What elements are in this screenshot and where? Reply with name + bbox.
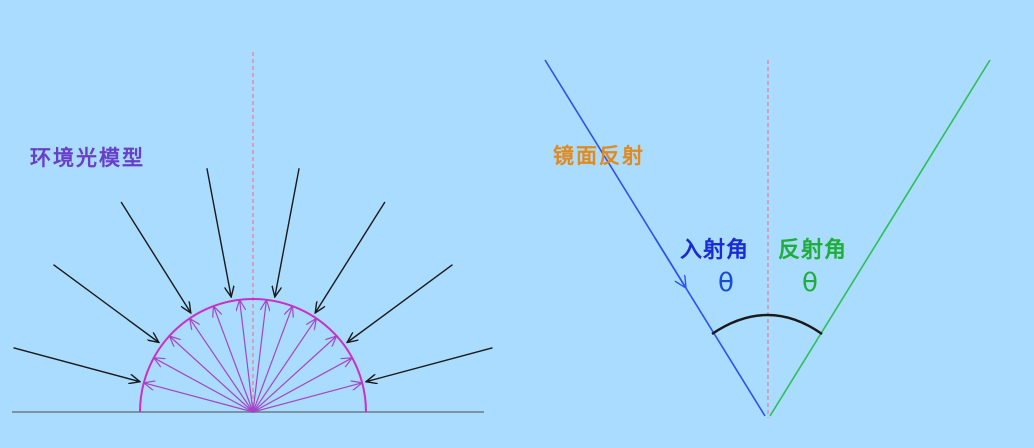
emitted-ray bbox=[154, 358, 254, 413]
reflection-angle-label: 反射角 bbox=[778, 238, 848, 263]
emitted-ray bbox=[252, 300, 266, 413]
reflected-ray bbox=[769, 59, 991, 417]
incoming-ray bbox=[206, 168, 231, 297]
incoming-ray bbox=[366, 347, 493, 382]
emitted-ray bbox=[214, 306, 254, 413]
theta-incident: θ bbox=[718, 268, 734, 298]
incoming-ray bbox=[315, 201, 386, 313]
incoming-rays bbox=[13, 168, 493, 382]
incident-angle-label: 入射角 bbox=[680, 238, 750, 263]
emitted-ray bbox=[252, 306, 293, 413]
specular-title: 镜面反射 bbox=[553, 144, 645, 168]
incoming-ray bbox=[275, 168, 300, 297]
emitted-ray bbox=[252, 358, 352, 413]
emitted-ray bbox=[190, 318, 254, 413]
incoming-ray bbox=[347, 264, 453, 343]
emitted-ray bbox=[169, 336, 254, 413]
ambient-model-title: 环境光模型 bbox=[30, 146, 145, 170]
specular-reflection bbox=[544, 59, 991, 418]
incoming-ray bbox=[120, 201, 191, 313]
angle-arc bbox=[711, 313, 823, 335]
hemisphere bbox=[139, 298, 367, 413]
emitted-rays bbox=[144, 300, 362, 413]
emitted-ray bbox=[240, 300, 254, 413]
emitted-ray bbox=[252, 318, 316, 413]
emitted-ray bbox=[252, 336, 337, 413]
incoming-ray bbox=[53, 264, 159, 343]
ambient-light-model bbox=[12, 52, 493, 413]
incoming-ray bbox=[13, 347, 141, 382]
incident-ray-arrow bbox=[654, 237, 686, 288]
emitted-ray bbox=[144, 383, 254, 413]
theta-reflected: θ bbox=[802, 268, 818, 298]
emitted-ray bbox=[252, 383, 362, 413]
